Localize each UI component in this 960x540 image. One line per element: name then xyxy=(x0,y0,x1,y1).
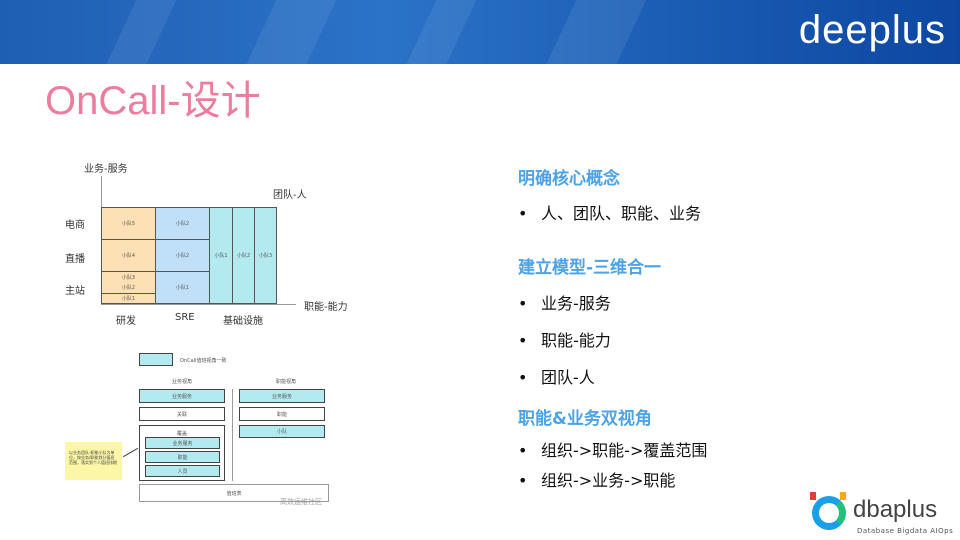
container-box: 覆盖 xyxy=(139,425,225,481)
dbaplus-tagline: Database Bigdata AIOps xyxy=(857,527,954,535)
deeplus-logo: deeplus xyxy=(798,8,946,52)
row-label: 主站 xyxy=(65,286,85,297)
right-header: 职能视角 xyxy=(276,379,297,385)
cell: 小队4 xyxy=(101,239,156,272)
box: 小队 xyxy=(239,425,325,438)
legend-text: OnCall值班视角一致 xyxy=(180,358,227,364)
cell: 小队1 xyxy=(155,271,210,304)
section-heading: 明确核心概念 xyxy=(518,169,620,189)
box: 业务服务 xyxy=(239,389,325,403)
x-axis-label: 职能-能力 xyxy=(304,302,348,313)
bullet: •业务-服务 xyxy=(518,294,611,313)
x-axis xyxy=(101,304,296,305)
col-label: 基础设施 xyxy=(223,316,263,327)
bullet: •组织->职能->覆盖范围 xyxy=(518,441,708,460)
y-axis-label: 业务-服务 xyxy=(84,164,128,175)
cell: 小队1 xyxy=(101,293,156,304)
slide-title: OnCall-设计 xyxy=(45,79,261,123)
divider xyxy=(232,389,233,481)
bullet: •组织->业务->职能 xyxy=(518,471,676,490)
cell: 小队3 xyxy=(254,207,277,304)
header-banner: deeplus xyxy=(0,0,960,64)
box: 业务服务 xyxy=(139,389,225,403)
cell: 小队1 xyxy=(209,207,233,304)
box: 人员 xyxy=(145,465,220,477)
left-header: 业务视角 xyxy=(172,379,193,385)
box: 职能 xyxy=(145,451,220,463)
row-label: 直播 xyxy=(65,254,85,265)
bullet: •人、团队、职能、业务 xyxy=(518,204,702,223)
dbaplus-logo-text: dbaplus xyxy=(853,496,938,523)
row-label: 电商 xyxy=(65,220,85,231)
note-arrow xyxy=(122,447,139,458)
box: 值班表 xyxy=(139,484,329,502)
legend-swatch xyxy=(139,353,173,366)
dbaplus-logo-icon xyxy=(808,492,848,532)
team-label: 团队-人 xyxy=(273,190,307,201)
col-label: 研发 xyxy=(116,316,136,327)
bullet: •团队-人 xyxy=(518,368,595,387)
box: 业务服务 xyxy=(145,437,220,449)
box: 关联 xyxy=(139,407,225,421)
section-heading: 建立模型-三维合一 xyxy=(518,258,662,278)
bullet: •职能-能力 xyxy=(518,331,611,350)
sticky-note: 以业务团队-职能小队为单位，按业务/职能划分值班范围，落实到个人值班排期 xyxy=(65,442,122,480)
box: 职能 xyxy=(239,407,325,421)
cell: 小队2 xyxy=(155,207,210,240)
cell: 小队2 xyxy=(232,207,255,304)
watermark: 高效运维社区 xyxy=(280,498,322,506)
col-label: SRE xyxy=(175,312,195,323)
section-heading: 职能&业务双视角 xyxy=(518,409,652,429)
cell: 小队5 xyxy=(101,207,156,240)
cell: 小队2 xyxy=(155,239,210,272)
